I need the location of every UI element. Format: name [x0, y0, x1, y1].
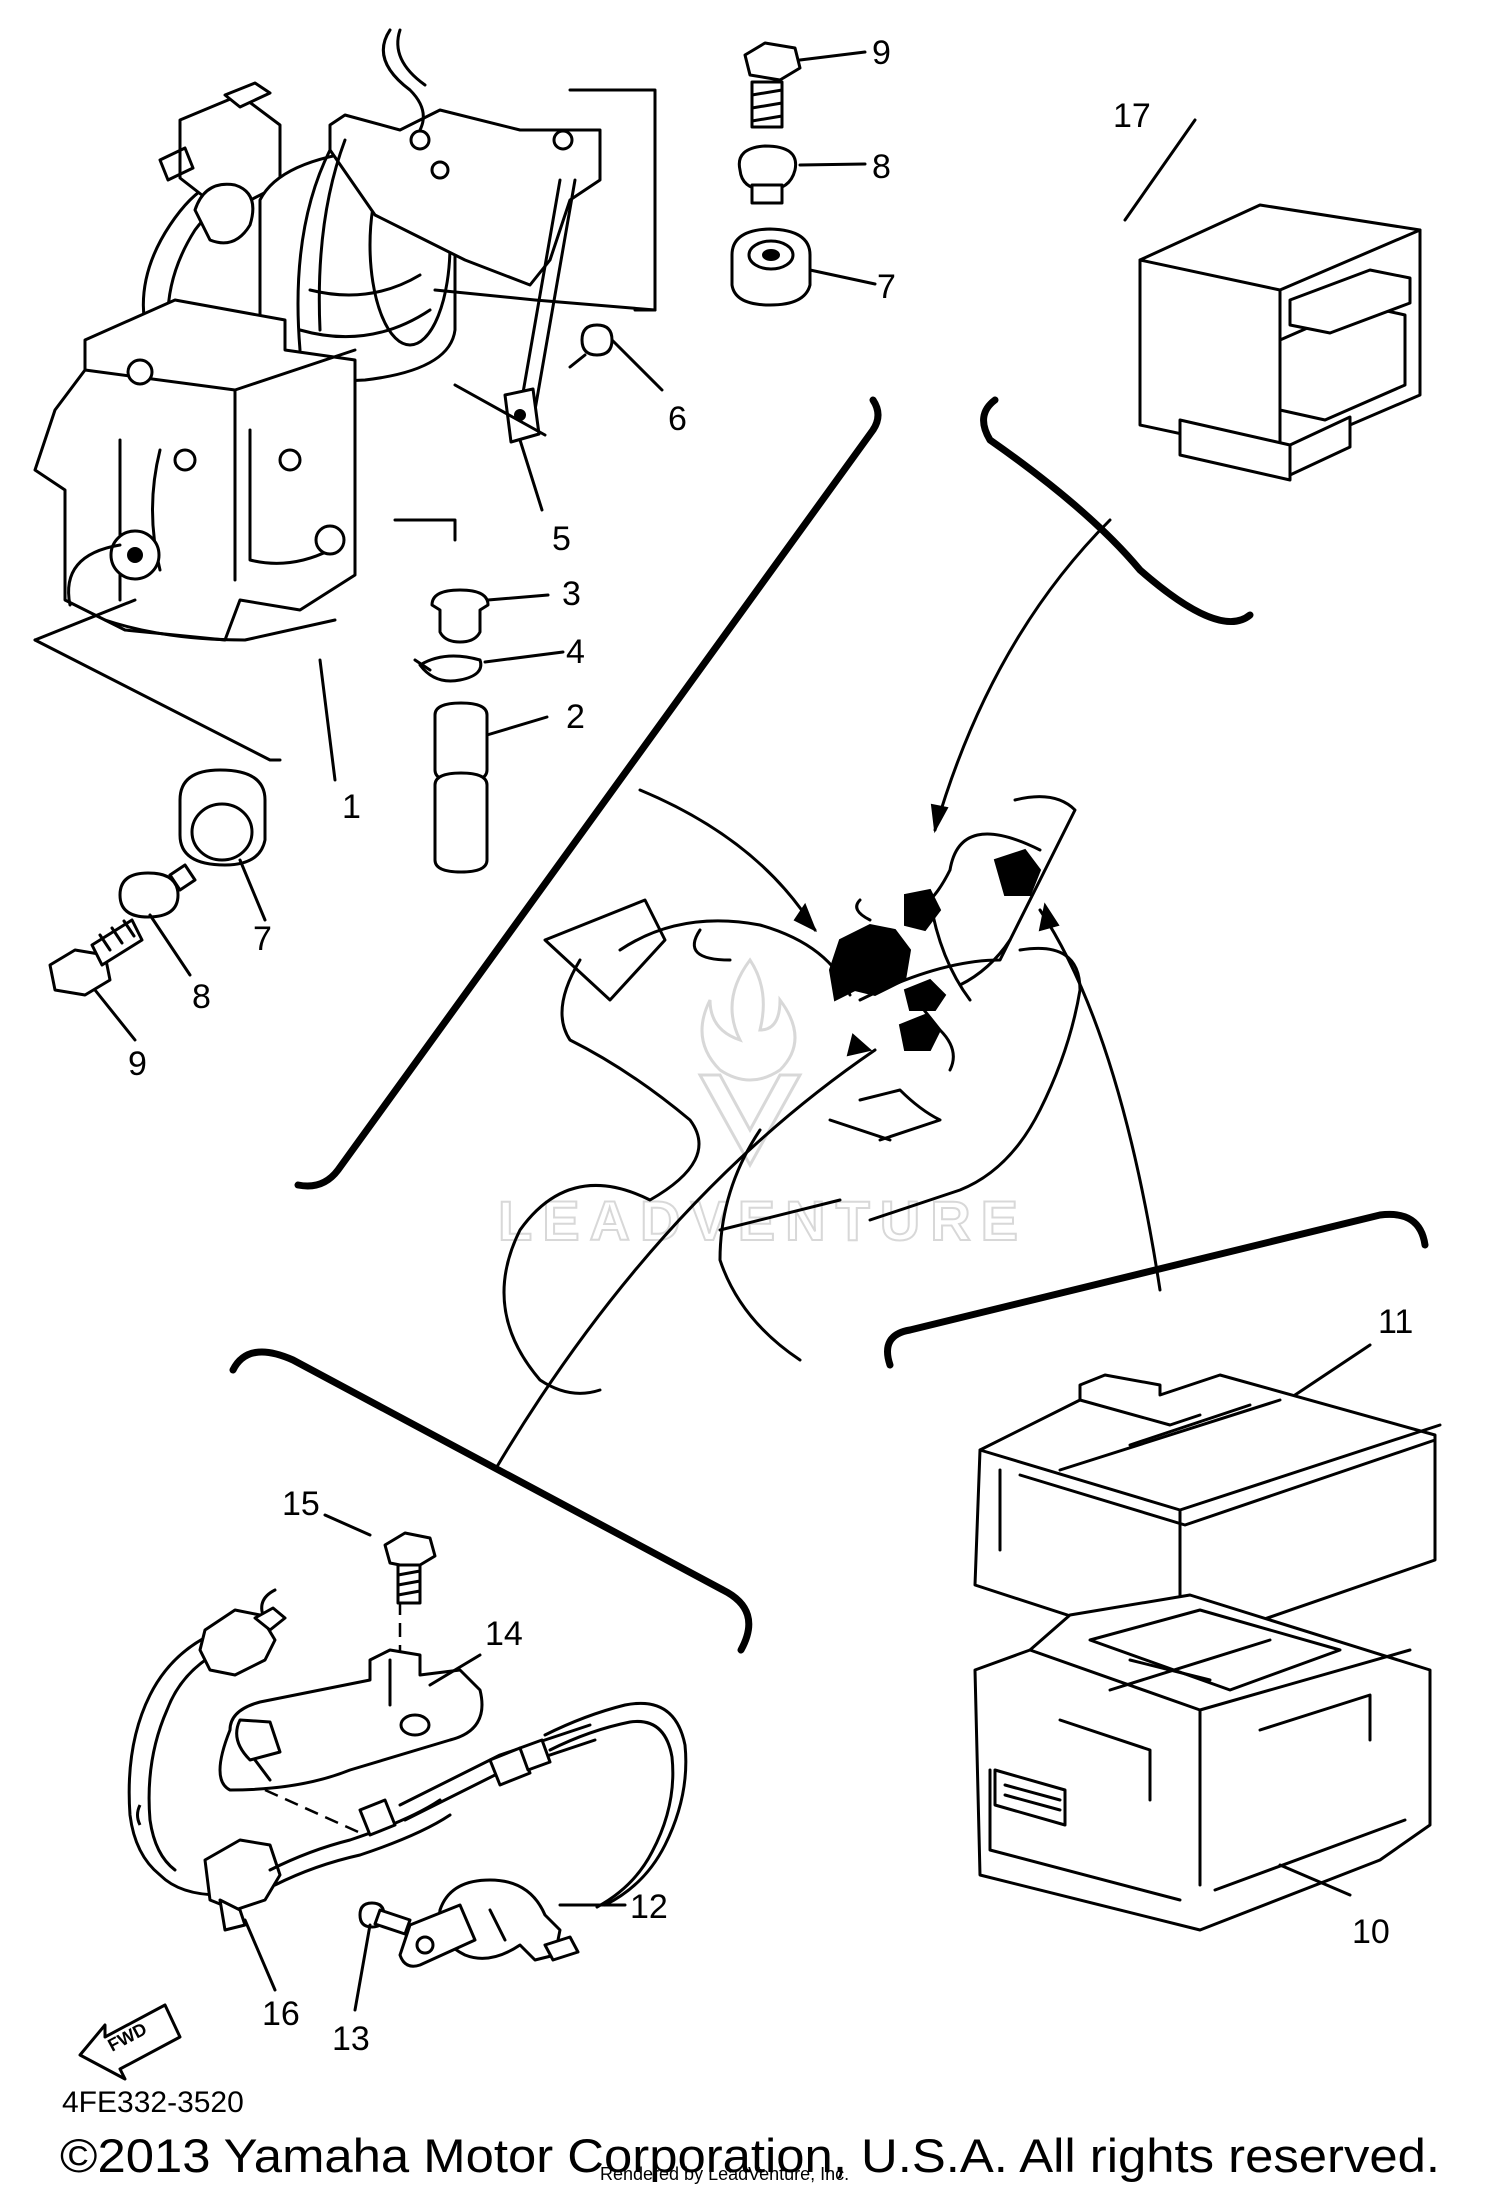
watermark-flame-icon [700, 957, 797, 1082]
control-unit-17 [1138, 203, 1422, 482]
label-9-left: 9 [128, 1045, 147, 1083]
label-13: 13 [332, 2020, 370, 2058]
label-4: 4 [566, 633, 585, 671]
motorcycle-outline [502, 795, 1082, 1395]
label-14: 14 [485, 1615, 523, 1653]
label-15: 15 [282, 1485, 320, 1523]
callout-brackets [229, 396, 1429, 1654]
rendered-by-notice: Rendered by LeadVenture, Inc. [600, 2164, 849, 2184]
label-10: 10 [1352, 1913, 1390, 1951]
hose-parts [413, 588, 490, 874]
label-9-top: 9 [872, 34, 891, 72]
watermark-v-icon [697, 1073, 803, 1169]
label-7-left: 7 [253, 920, 272, 958]
label-17: 17 [1113, 97, 1151, 135]
hydraulic-unit [33, 28, 602, 642]
mount-parts-top [730, 41, 812, 307]
mount-parts-left [48, 768, 267, 997]
label-11: 11 [1378, 1303, 1413, 1341]
watermark: LEADVENTURE [497, 957, 1019, 1253]
label-6: 6 [668, 400, 687, 438]
part-labels: 9 8 7 6 5 3 4 2 1 7 8 9 17 11 10 12 13 1… [128, 34, 1413, 2058]
ecu-case [973, 1373, 1442, 1932]
copyright-notice: ©2013 Yamaha Motor Corporation, U.S.A. A… [60, 2129, 1440, 2182]
label-1: 1 [342, 788, 361, 826]
bolt-6 [568, 323, 614, 369]
label-leaders [93, 50, 1372, 2012]
label-2: 2 [566, 698, 585, 736]
label-7-top: 7 [877, 268, 896, 306]
label-8-top: 8 [872, 148, 891, 186]
sensor-assembly [127, 1531, 688, 1968]
label-12: 12 [630, 1888, 668, 1926]
label-3: 3 [562, 575, 581, 613]
label-16: 16 [262, 1995, 300, 2033]
fwd-arrow: FWD [78, 2003, 182, 2081]
label-5: 5 [552, 520, 571, 558]
label-8-left: 8 [192, 978, 211, 1016]
diagram-code: 4FE332-3520 [62, 2086, 244, 2119]
